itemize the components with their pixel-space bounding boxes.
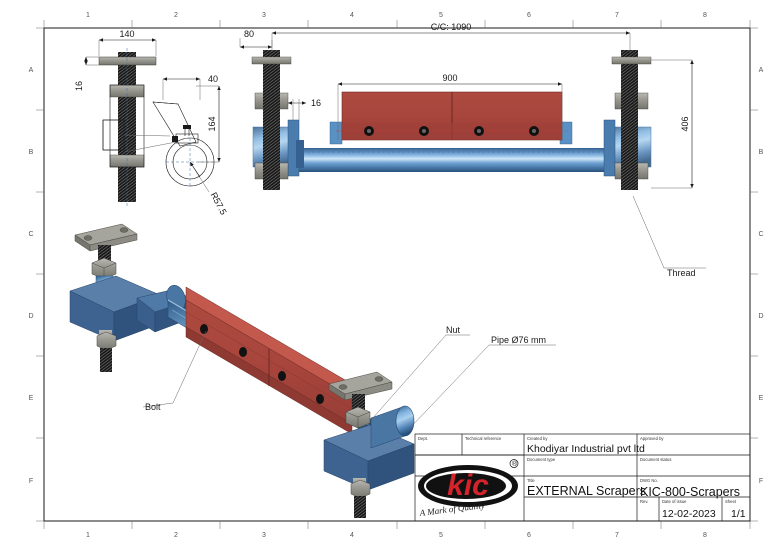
logo-registered-icon: ® [512, 460, 518, 468]
frame-col-4: 4 [350, 12, 354, 19]
title-value: EXTERNAL Scrapers [527, 484, 646, 498]
logo-wordmark: kic [447, 469, 489, 502]
frame-row-c: C [28, 231, 33, 238]
frame-col-8: 8 [703, 12, 707, 19]
dim-bracket-offset: 40 [208, 74, 218, 84]
dept-label: Dept. [418, 436, 428, 441]
approved-by-label: Approved by [640, 436, 664, 441]
frame-col-2-bottom: 2 [174, 532, 178, 539]
frame-col-2: 2 [174, 12, 178, 19]
callout-thread-label: Thread [667, 268, 696, 278]
created-by-label: Created by [527, 436, 548, 441]
dim-flange-thickness: 16 [74, 81, 84, 91]
frame-col-3: 3 [262, 12, 266, 19]
frame-row-f-right: F [759, 478, 763, 485]
date-of-issue-label: Date of issue [662, 499, 687, 504]
frame-col-6: 6 [527, 12, 531, 19]
title-block: Dept. Technical reference Created by Kho… [414, 433, 751, 522]
sheet-value: 1/1 [731, 508, 746, 520]
frame-col-7-bottom: 7 [615, 532, 619, 539]
frame-row-a-right: A [759, 67, 764, 74]
rev-label: Rev. [640, 499, 648, 504]
date-of-issue-value: 12-02-2023 [662, 508, 716, 520]
callout-bolt-label: Bolt [145, 402, 161, 412]
frame-row-e: E [29, 395, 34, 402]
frame-row-b: B [29, 149, 34, 156]
document-status-label: Document status [640, 457, 671, 462]
dwg-no-value: KIC-800-Scrapers [640, 485, 740, 499]
dim-center-to-center: C/C: 1090 [431, 22, 472, 32]
dwg-no-label: DWG No. [640, 478, 658, 483]
frame-row-f: F [29, 478, 33, 485]
created-by-value: Khodiyar Industrial pvt ltd [527, 443, 645, 455]
frame-col-5: 5 [439, 12, 443, 19]
frame-row-d-right: D [758, 313, 763, 320]
dim-overall-height: 406 [680, 116, 690, 131]
callout-nut-label: Nut [446, 325, 461, 335]
frame-col-7: 7 [615, 12, 619, 19]
frame-col-6-bottom: 6 [527, 532, 531, 539]
company-logo: kic ® A Mark of Quality [418, 459, 519, 518]
left-support-assembly [69, 223, 193, 372]
frame-row-b-right: B [759, 149, 764, 156]
detail-view-clamp: 40 164 R57.5 [123, 74, 229, 217]
detail-view-flange: 140 16 [74, 29, 157, 206]
dim-blade-length: 900 [442, 73, 457, 83]
frame-col-1-bottom: 1 [86, 532, 90, 539]
frame-col-8-bottom: 8 [703, 532, 707, 539]
isometric-bolt-heads [200, 324, 324, 404]
blade-bolt-heads [364, 126, 539, 136]
frame-row-a: A [29, 67, 34, 74]
dim-blade-thickness: 16 [311, 98, 321, 108]
main-assembly-view: C/C: 1090 80 900 16 406 Thread [239, 22, 706, 278]
sheet-label: Sheet [725, 499, 737, 504]
title-label: Title [527, 478, 535, 483]
frame-col-1: 1 [86, 12, 90, 19]
frame-column-labels: 1 2 3 4 5 6 7 8 1 2 3 4 5 6 7 8 [86, 12, 707, 539]
dim-end-offset: 80 [244, 29, 254, 39]
frame-row-c-right: C [758, 231, 763, 238]
frame-row-d: D [28, 313, 33, 320]
technical-reference-label: Technical reference [465, 436, 502, 441]
frame-col-5-bottom: 5 [439, 532, 443, 539]
frame-col-3-bottom: 3 [262, 532, 266, 539]
dim-flange-width: 140 [119, 29, 134, 39]
frame-row-e-right: E [759, 395, 764, 402]
callout-pipe-label: Pipe Ø76 mm [491, 335, 546, 345]
frame-row-labels: A B C D E F A B C D E F [28, 67, 763, 485]
document-type-label: Document type [527, 457, 556, 462]
frame-col-4-bottom: 4 [350, 532, 354, 539]
dim-bracket-height: 164 [207, 116, 217, 131]
right-support-assembly [323, 371, 415, 518]
isometric-3d-view: Bolt Nut Pipe Ø76 mm [69, 223, 556, 518]
dim-radius: R57.5 [209, 191, 229, 217]
